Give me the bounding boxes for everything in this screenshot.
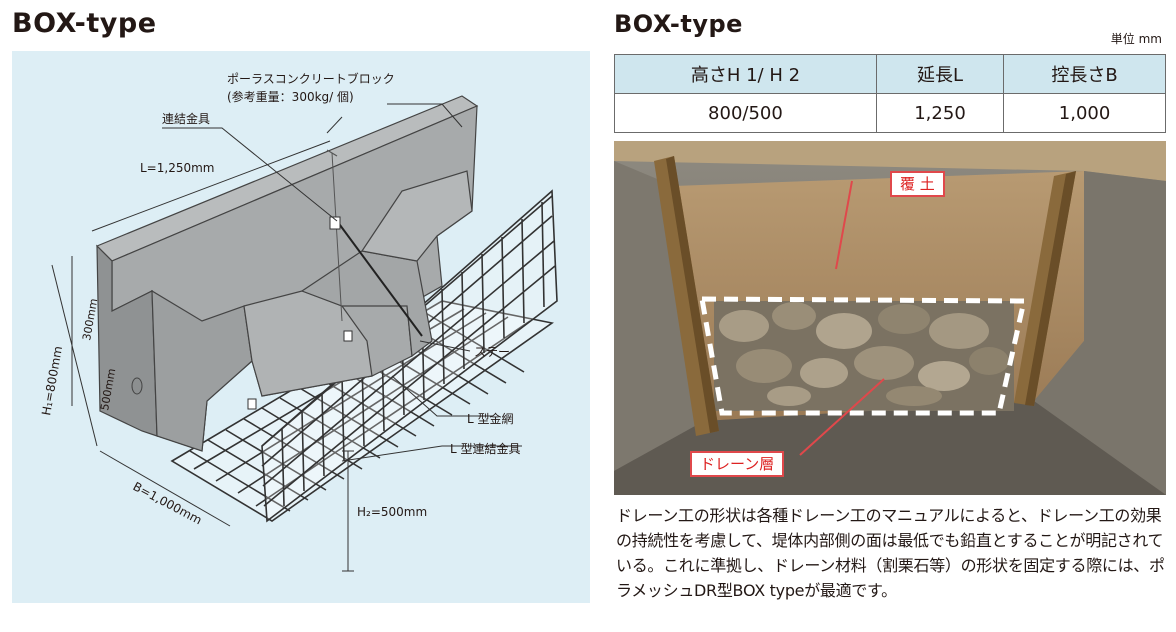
table-row: 800/500 1,250 1,000 <box>614 93 1166 133</box>
callout-drain-layer: ドレーン層 <box>690 451 785 477</box>
stay-rod <box>336 220 423 337</box>
table-header-row: 高さH 1/ H 2 延長L 控長さB <box>614 54 1166 94</box>
spec-table: 高さH 1/ H 2 延長L 控長さB 800/500 1,250 1,000 <box>614 54 1166 133</box>
stay-label: ステー <box>474 345 510 359</box>
box-type-diagram: ポーラスコンクリートブロック (参考重量：300kg/ 個) 連結金具 L=1,… <box>39 71 558 572</box>
drain-layer-outline <box>699 296 1028 416</box>
h1-label: H₁=800mm <box>39 345 65 417</box>
block-weight-label: (参考重量：300kg/ 個) <box>227 89 354 104</box>
concrete-blocks <box>95 95 479 452</box>
connector-label: 連結金具 <box>162 111 210 126</box>
h2-label: H₂=500mm <box>357 505 427 519</box>
header-height: 高さH 1/ H 2 <box>614 54 877 94</box>
leader-lines <box>162 103 522 462</box>
drain-rocks <box>714 301 1014 411</box>
connector-brackets <box>247 216 353 410</box>
diagram-panel: ポーラスコンクリートブロック (参考重量：300kg/ 個) 連結金具 L=1,… <box>12 51 590 603</box>
description-text: ドレーン工の形状は各種ドレーン工のマニュアルによると、ドレーン工の効果の持続性を… <box>616 506 1165 600</box>
value-length: 1,250 <box>875 93 1005 133</box>
diagram-title: BOX-type <box>12 8 157 39</box>
wooden-stakes <box>654 156 1076 436</box>
unit-label: 単位 mm <box>1110 32 1162 46</box>
callout-cover-soil: 覆 土 <box>890 171 945 197</box>
dim-300-label: 300mm <box>80 297 100 341</box>
header-length: 延長L <box>875 54 1005 94</box>
spec-title: BOX-type <box>614 10 743 38</box>
b-label: B=1,000mm <box>131 479 205 527</box>
value-depth: 1,000 <box>1003 93 1166 133</box>
l-connector-label: L 型連結金具 <box>450 441 521 456</box>
block-label: ポーラスコンクリートブロック <box>227 71 395 86</box>
header-depth: 控長さB <box>1003 54 1166 94</box>
drain-pipe <box>131 377 143 395</box>
site-photo: 覆 土 ドレーン層 <box>614 141 1166 495</box>
dimension-lines <box>51 140 354 572</box>
value-height: 800/500 <box>614 93 877 133</box>
length-label: L=1,250mm <box>140 161 214 175</box>
l-mesh-label: L 型金網 <box>467 411 514 426</box>
site-photo-illustration <box>614 141 1166 495</box>
